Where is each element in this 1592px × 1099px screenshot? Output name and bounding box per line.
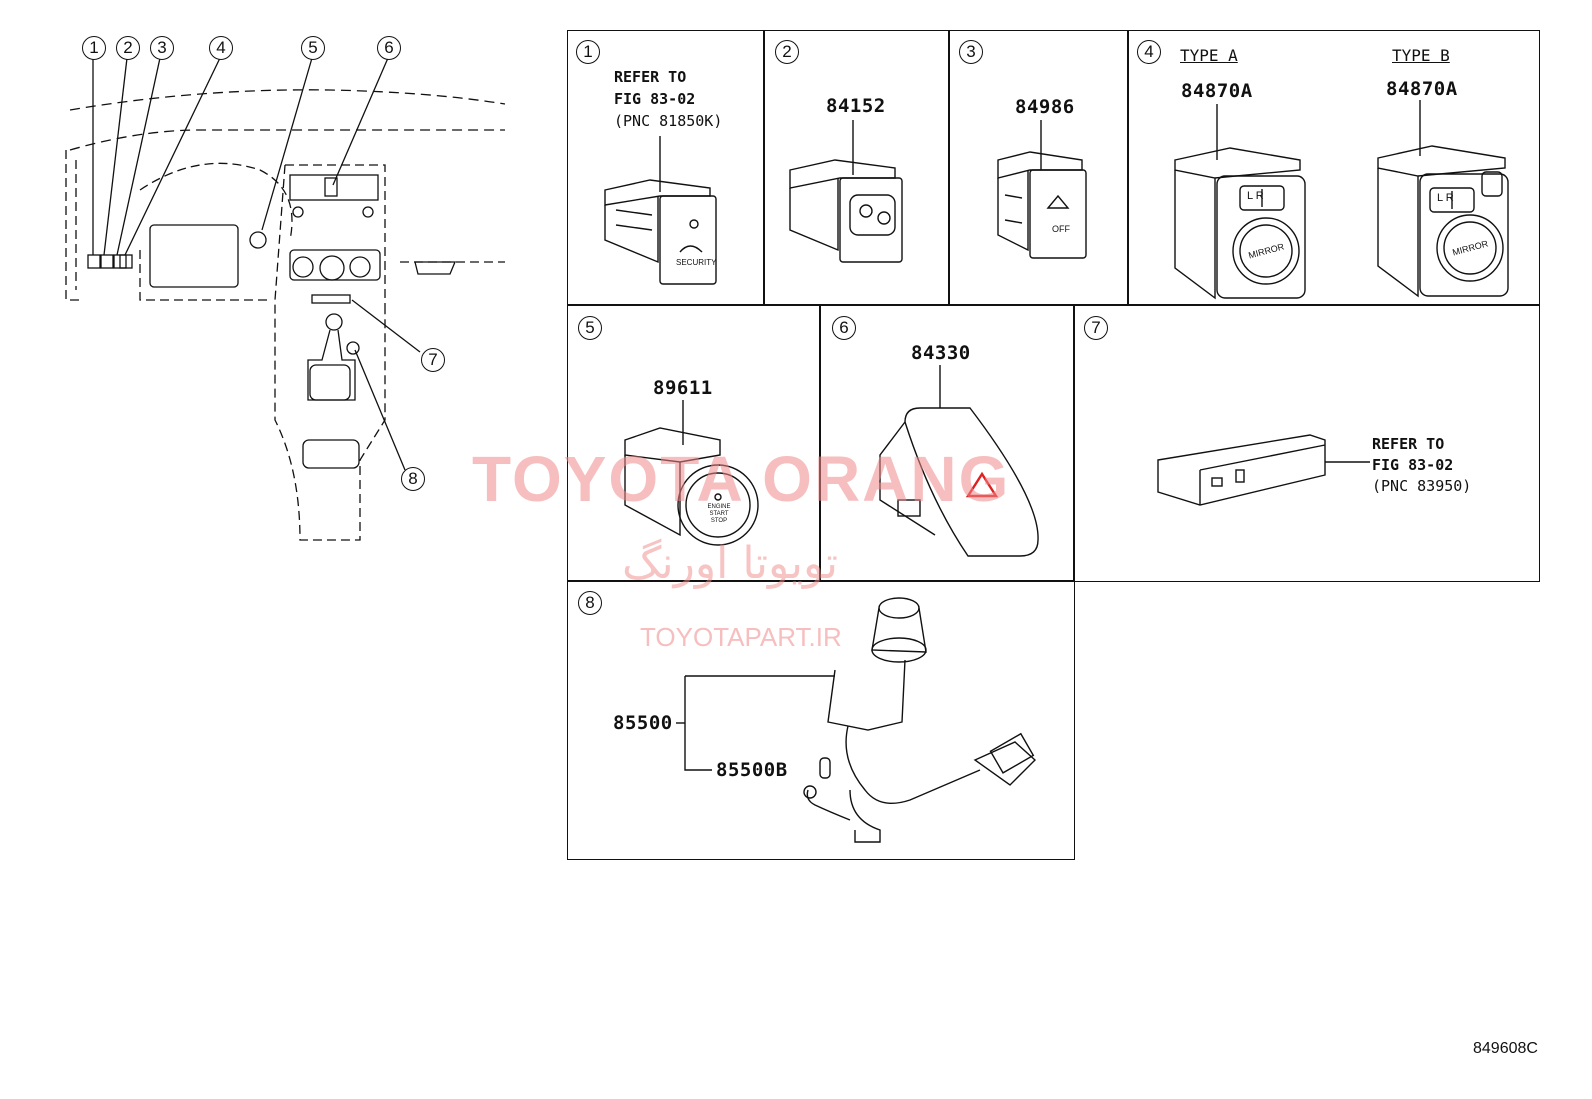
overview-callout-8: 8 bbox=[401, 467, 425, 491]
panel-4-type-b-part-number: 84870A bbox=[1386, 78, 1458, 100]
panel-8-number: 8 bbox=[578, 591, 602, 615]
panel-6 bbox=[819, 304, 1075, 582]
panel-8-part-number-85500: 85500 bbox=[613, 712, 673, 734]
watermark-toyota-orang: TOYOTA ORANG bbox=[472, 443, 1011, 515]
panel-6-number: 6 bbox=[832, 316, 856, 340]
panel-8 bbox=[567, 580, 1075, 860]
panel-5-part-number: 89611 bbox=[653, 377, 713, 399]
panel-1 bbox=[567, 30, 765, 306]
panel-8-part-number-85500b: 85500B bbox=[716, 759, 788, 781]
watermark-toyotapart: TOYOTAPART.IR bbox=[640, 622, 842, 652]
panel-3-switch-label: OFF bbox=[1052, 224, 1070, 234]
overview-callout-7: 7 bbox=[421, 348, 445, 372]
panel-3-part-number: 84986 bbox=[1015, 96, 1075, 118]
overview-callout-1: 1 bbox=[82, 36, 106, 60]
panel-7-number: 7 bbox=[1084, 316, 1108, 340]
panel-3 bbox=[948, 30, 1129, 306]
panel-2-number: 2 bbox=[775, 40, 799, 64]
panel-3-number: 3 bbox=[959, 40, 983, 64]
panel-5 bbox=[567, 304, 821, 582]
panel-6-part-number: 84330 bbox=[911, 342, 971, 364]
panel-1-number: 1 bbox=[576, 40, 600, 64]
panel-4 bbox=[1127, 30, 1540, 306]
overview-callout-3: 3 bbox=[150, 36, 174, 60]
figure-code: 849608C bbox=[1473, 1040, 1538, 1057]
panel-7-refer-line3: (PNC 83950) bbox=[1372, 477, 1472, 495]
panel-4-type-b-lr-label: L R bbox=[1437, 192, 1454, 204]
panel-2 bbox=[763, 30, 950, 306]
panel-5-number: 5 bbox=[578, 316, 602, 340]
watermark-persian: تویوتا اورنگ bbox=[622, 538, 838, 589]
overview-callout-5: 5 bbox=[301, 36, 325, 60]
overview-callout-4: 4 bbox=[209, 36, 233, 60]
panel-1-refer-line2: FIG 83-02 bbox=[614, 90, 696, 108]
panel-7-refer-line2: FIG 83-02 bbox=[1372, 456, 1454, 474]
panel-7-refer-line1: REFER TO bbox=[1372, 435, 1445, 453]
panel-4-type-a-label: TYPE A bbox=[1180, 46, 1238, 65]
panel-1-switch-label: SECURITY bbox=[676, 258, 717, 267]
overview-callout-6: 6 bbox=[377, 36, 401, 60]
panel-4-type-a-part-number: 84870A bbox=[1181, 80, 1253, 102]
panel-5-switch-label: ENGINE START STOP bbox=[707, 504, 731, 524]
panel-4-number: 4 bbox=[1137, 40, 1161, 64]
panel-1-refer-line1: REFER TO bbox=[614, 68, 687, 86]
panel-4-type-b-label: TYPE B bbox=[1392, 46, 1450, 65]
overview-callout-2: 2 bbox=[116, 36, 140, 60]
panel-7 bbox=[1073, 304, 1540, 582]
panel-4-type-a-lr-label: L R bbox=[1247, 190, 1264, 202]
panel-2-part-number: 84152 bbox=[826, 95, 886, 117]
panel-1-refer-line3: (PNC 81850K) bbox=[614, 112, 723, 130]
